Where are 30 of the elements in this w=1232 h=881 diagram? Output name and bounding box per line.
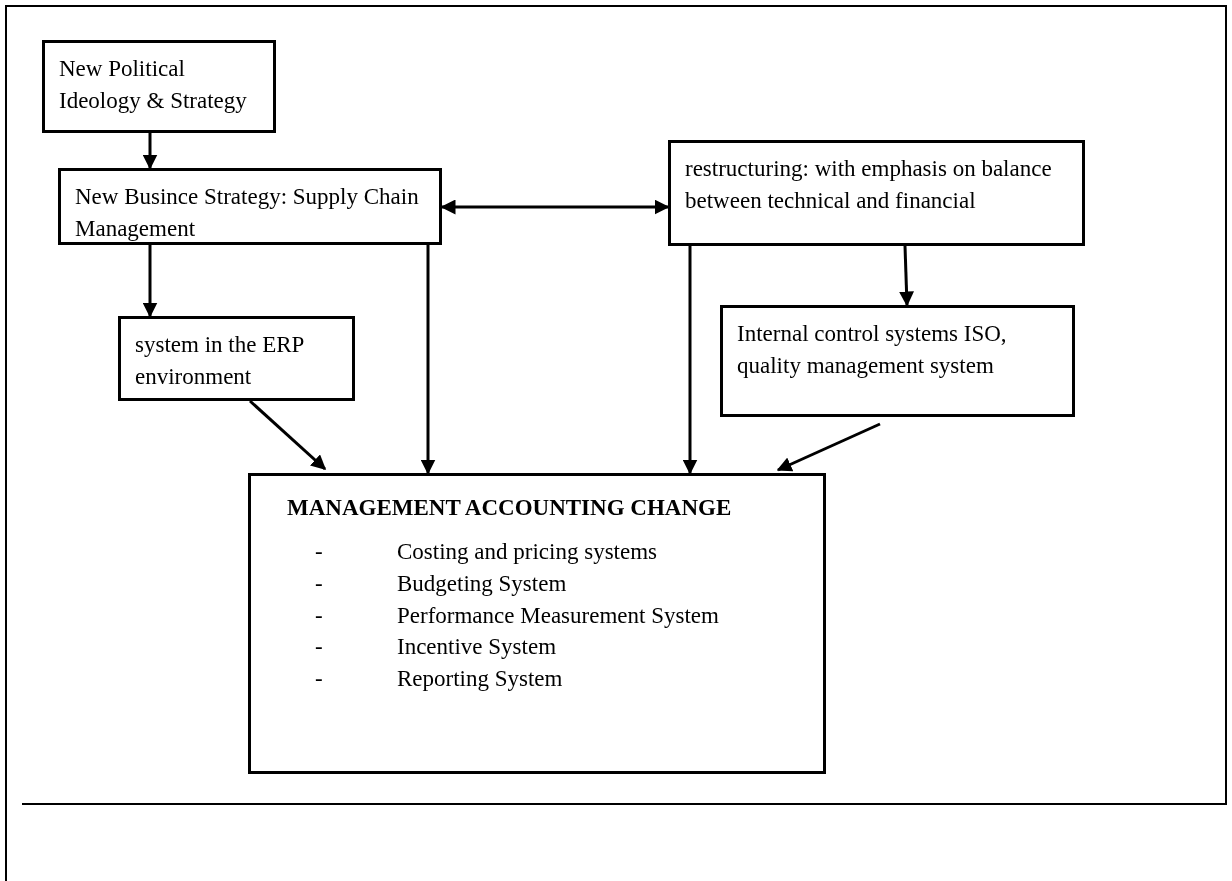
arrow: [440, 199, 670, 215]
list-item: Budgeting System: [397, 569, 567, 598]
arrow: [899, 245, 915, 307]
box-text: New Political Ideology & Strategy: [59, 55, 248, 116]
list-item: Incentive System: [397, 633, 557, 662]
box-text: system in the ERP environment: [135, 331, 305, 392]
list-dash: -: [315, 602, 323, 628]
list-item: Costing and pricing systems: [397, 538, 658, 567]
list-box: [248, 473, 826, 774]
process-box: [42, 40, 276, 133]
process-box: [58, 168, 442, 245]
list-dash: -: [315, 666, 323, 692]
process-box: [118, 316, 355, 401]
box-text: restructuring: with emphasis on balance between technical and financial: [685, 155, 1053, 216]
list-dash: -: [315, 570, 323, 596]
list-item: Reporting System: [397, 665, 563, 694]
arrow: [420, 245, 436, 475]
arrow: [682, 246, 698, 475]
arrow: [776, 422, 881, 472]
box-text: New Busince Strategy: Supply Chain Management: [75, 183, 420, 244]
list-item: Performance Measurement System: [397, 601, 719, 630]
heading: MANAGEMENT ACCOUNTING CHANGE: [287, 494, 733, 522]
process-box: [668, 140, 1085, 246]
box-text: Internal control systems ISO, quality management system: [737, 320, 1008, 381]
arrow: [249, 399, 327, 471]
list-dash: -: [315, 539, 323, 565]
arrow: [142, 133, 158, 170]
process-box: [720, 305, 1075, 417]
list-dash: -: [315, 634, 323, 660]
arrow: [142, 245, 158, 318]
